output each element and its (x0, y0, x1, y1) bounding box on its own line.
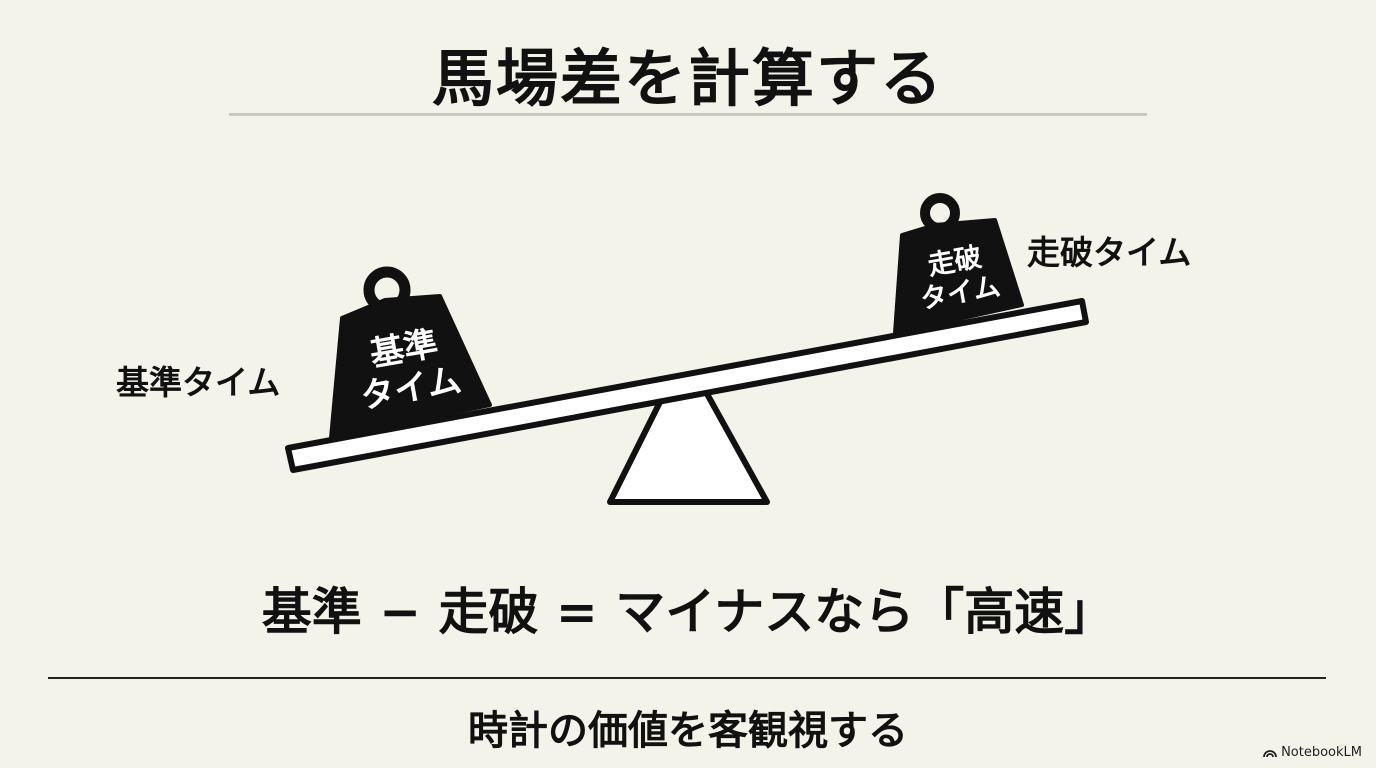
left-label: 基準タイム (116, 363, 281, 402)
right-label: 走破タイム (1027, 233, 1192, 272)
brand-name: NotebookLM (1281, 745, 1362, 760)
page-title: 馬場差を計算する (431, 42, 944, 115)
right-weight: 走破 タイム (893, 193, 1024, 335)
formula: 基準 − 走破 = マイナスなら「高速」 (261, 583, 1115, 641)
left-weight: 基準 タイム (329, 266, 492, 440)
brand-watermark: NotebookLM (1263, 745, 1362, 760)
notebooklm-logo-icon (1263, 750, 1277, 758)
subtitle: 時計の価値を客観視する (468, 708, 908, 754)
seesaw-plank (285, 298, 1089, 473)
bottom-divider (48, 677, 1326, 679)
title-divider (229, 113, 1147, 116)
